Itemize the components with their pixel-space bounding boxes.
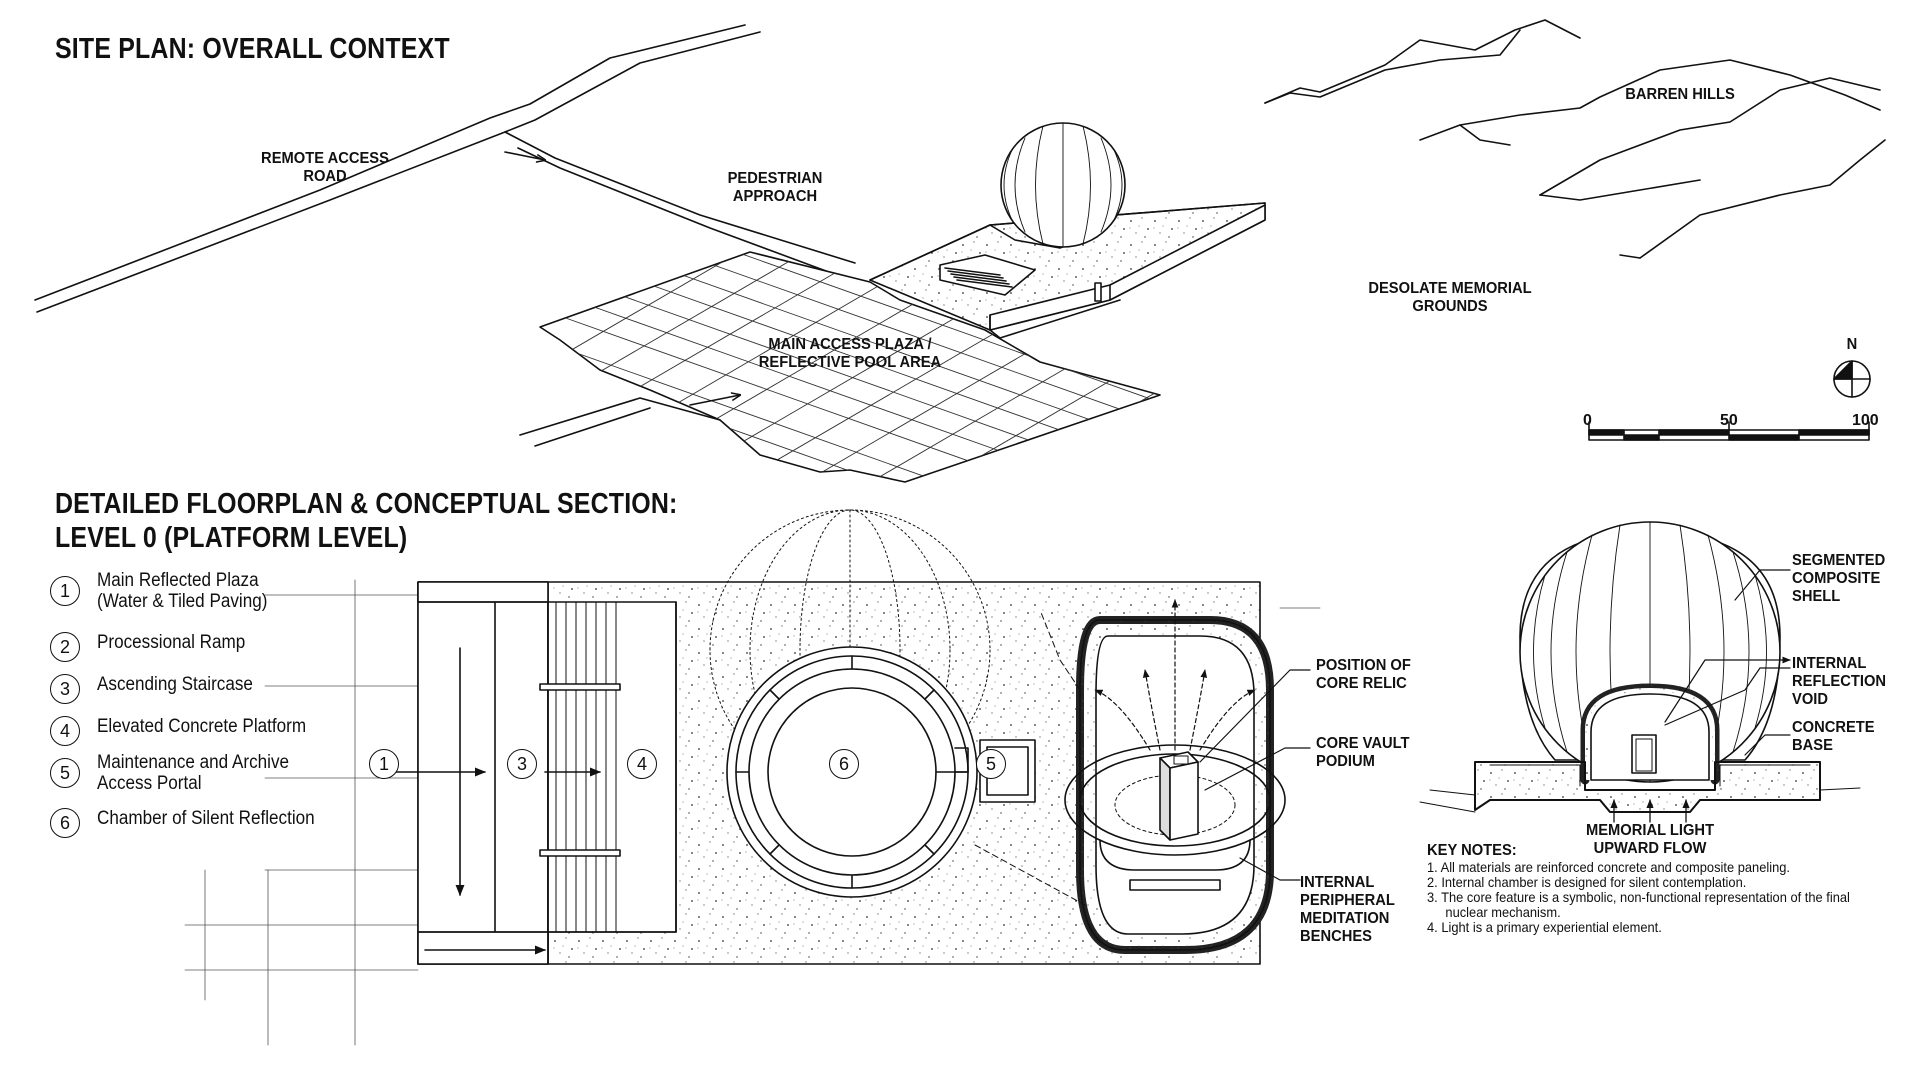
north-label: N (1846, 336, 1858, 353)
legend-item: 2 Processional Ramp (50, 632, 350, 674)
key-note: 3. The core feature is a symbolic, non-f… (1427, 889, 1850, 920)
scale-tick-0: 0 (1583, 412, 1592, 429)
legend-number: 2 (50, 632, 80, 662)
legend-item: 3 Ascending Staircase (50, 674, 350, 716)
legend-item: 6 Chamber of Silent Reflection (50, 808, 350, 850)
north-arrow (1833, 360, 1871, 398)
site-plan-title: SITE PLAN: OVERALL CONTEXT (55, 33, 450, 65)
key-notes-title: KEY NOTES: (1427, 842, 1517, 859)
key-note: 4. Light is a primary experiential eleme… (1427, 919, 1662, 935)
label-hills: BARREN HILLS (1625, 86, 1735, 103)
core-relic-icon (1159, 751, 1199, 841)
plan-marker-5: 5 (976, 749, 1006, 779)
remote-access-road (34, 24, 761, 313)
legend-text: Processional Ramp (97, 632, 246, 653)
key-note: 2. Internal chamber is designed for sile… (1427, 874, 1747, 890)
legend-text: Ascending Staircase (97, 674, 253, 695)
legend-number: 1 (50, 576, 80, 606)
key-note: 1. All materials are reinforced concrete… (1427, 859, 1790, 875)
plan-marker-6: 6 (829, 749, 859, 779)
vault-leaders (1199, 669, 1311, 881)
plaza (519, 251, 1161, 483)
key-notes: KEY NOTES: 1. All materials are reinforc… (1427, 843, 1882, 935)
legend-item: 1 Main Reflected Plaza (Water & Tiled Pa… (50, 570, 350, 632)
legend-number: 3 (50, 674, 80, 704)
platform-block (869, 202, 1266, 339)
legend: 1 Main Reflected Plaza (Water & Tiled Pa… (50, 570, 350, 850)
vault-plan (974, 599, 1286, 954)
plan-marker-3: 3 (507, 749, 537, 779)
floorplan-title-line1: DETAILED FLOORPLAN & CONCEPTUAL SECTION: (55, 488, 678, 520)
legend-text: Chamber of Silent Reflection (97, 808, 315, 829)
legend-number: 4 (50, 716, 80, 746)
legend-item: 4 Elevated Concrete Platform (50, 716, 350, 758)
legend-item: 5 Maintenance and Archive Access Portal (50, 752, 350, 808)
section-drawing (1419, 521, 1861, 823)
floorplan-grid (184, 579, 1321, 1046)
legend-number: 6 (50, 808, 80, 838)
dome-sphere-site (1000, 122, 1126, 248)
scale-bar (1588, 421, 1870, 441)
label-plaza: MAIN ACCESS PLAZA /REFLECTIVE POOL AREA (758, 336, 942, 371)
legend-text: Main Reflected Plaza (Water & Tiled Pavi… (97, 570, 268, 612)
legend-number: 5 (50, 758, 80, 788)
legend-text: Elevated Concrete Platform (97, 716, 307, 737)
legend-text: Maintenance and Archive Access Portal (97, 752, 290, 794)
pedestrian-path (504, 131, 856, 279)
barren-hills (1264, 19, 1886, 259)
plan-marker-1: 1 (369, 749, 399, 779)
scale-tick-100: 100 (1852, 412, 1879, 429)
plan-marker-4: 4 (627, 749, 657, 779)
floorplan-title-line2: LEVEL 0 (PLATFORM LEVEL) (55, 522, 408, 554)
scale-tick-50: 50 (1720, 412, 1738, 429)
